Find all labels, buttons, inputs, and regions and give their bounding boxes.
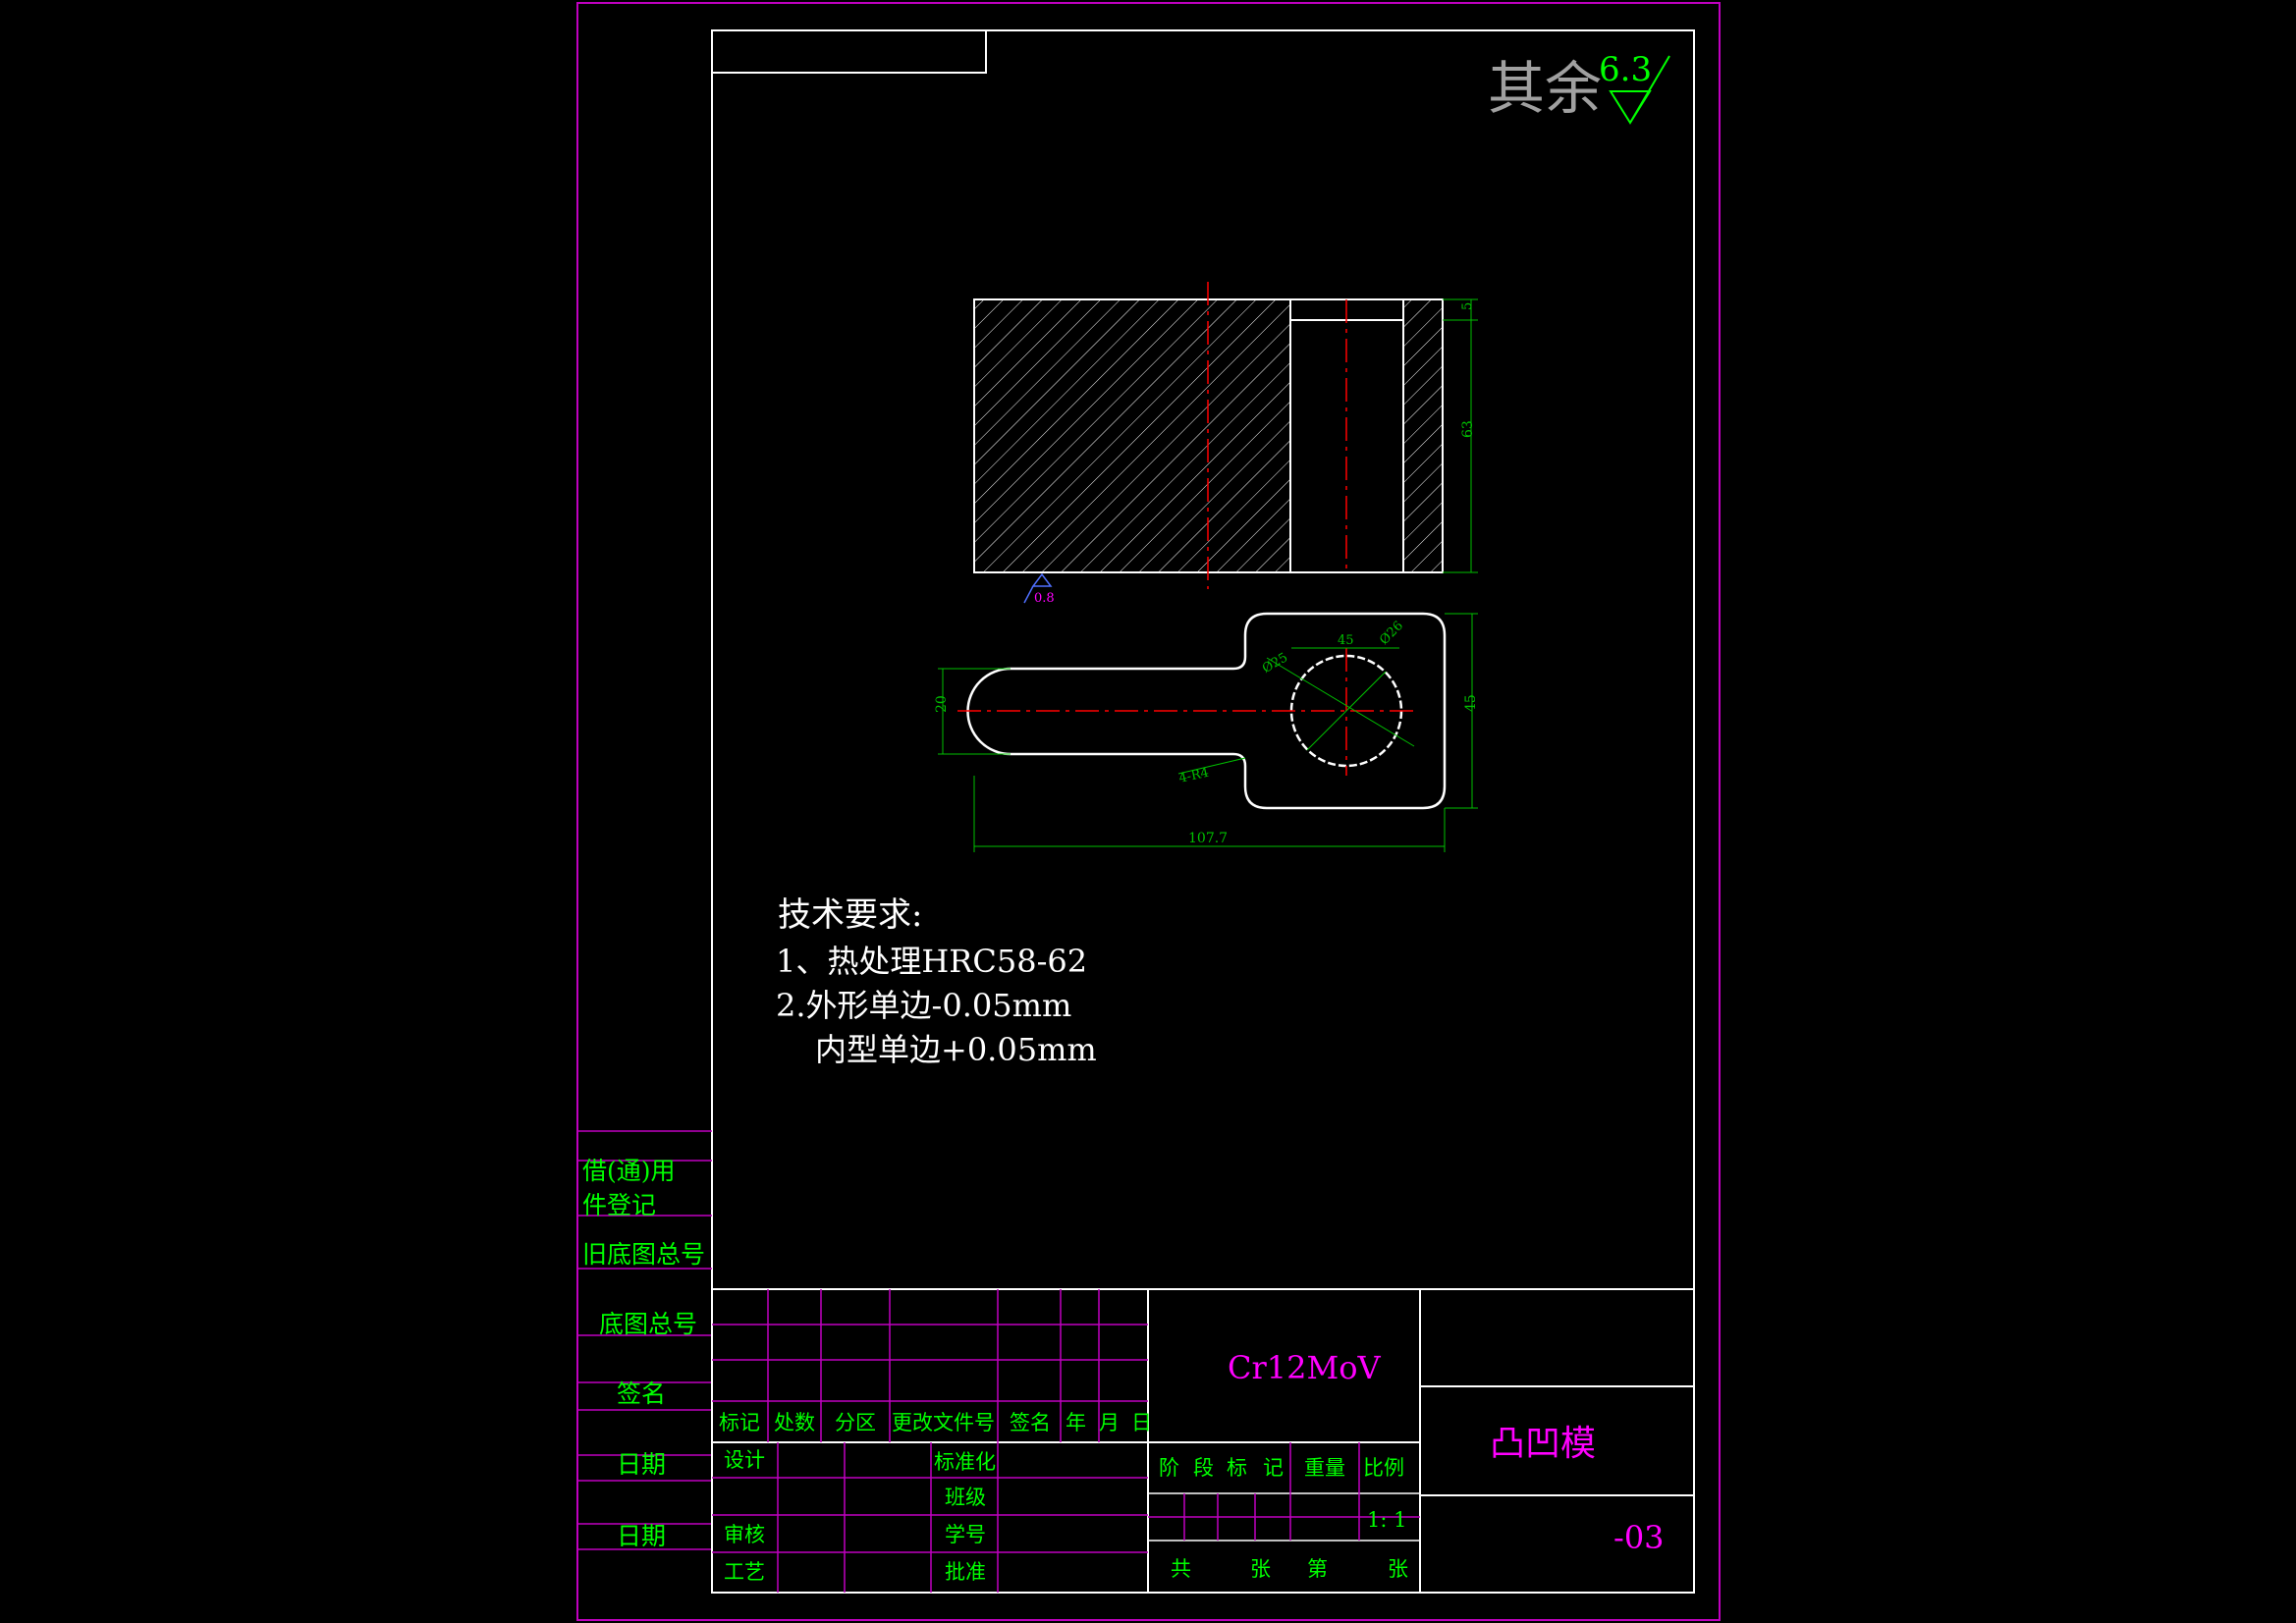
drawing-number: -03 [1613,1519,1665,1556]
dim-dia-inner: Ø25 [1260,650,1290,676]
roughness-value-08: 0.8 [1034,591,1055,606]
dim-top-depth: 5 [1460,302,1475,310]
dim-hole-offset: 45 [1338,633,1354,648]
stage-h-2: 段 [1193,1456,1214,1480]
rev-header-count: 处数 [774,1411,815,1434]
tech-req-line2: 2.外形单边-0.05mm [776,987,1071,1024]
rev-header-sign: 签名 [1010,1411,1051,1434]
label-designer: 设计 [724,1448,765,1472]
side-panel [577,1130,712,1550]
scale-value: 1: 1 [1367,1508,1406,1532]
label-reviewer: 审核 [724,1523,765,1546]
side-row-4: 底图总号 [599,1310,697,1338]
outer-frame [576,2,1721,1621]
label-student-no: 学号 [945,1523,986,1546]
title-block-grid [711,1288,1695,1594]
side-row-5: 签名 [617,1380,666,1408]
sheet-no-prefix: 第 [1307,1557,1328,1581]
label-class: 班级 [945,1486,986,1509]
side-row-7: 日期 [617,1522,666,1550]
material: Cr12MoV [1228,1349,1382,1386]
tech-requirements: 技术要求: 1、热处理HRC58-62 2.外形单边-0.05mm 内型单边+0… [776,895,1097,1068]
dim-width-total: 107.7 [1188,831,1228,846]
side-row-6: 日期 [617,1450,666,1479]
label-approved: 批准 [945,1560,986,1584]
tech-req-line3: 内型单边+0.05mm [815,1031,1097,1068]
dim-slot-width: 20 [934,695,950,713]
label-scale: 比例 [1363,1456,1404,1480]
dim-head-height: 45 [1463,694,1479,712]
sheet-total-suffix: 张 [1250,1557,1271,1581]
part-name: 凸凹模 [1490,1424,1596,1464]
side-row-3: 旧底图总号 [582,1240,705,1269]
rev-header-month: 月 [1099,1411,1120,1434]
stage-h-1: 阶 [1159,1456,1179,1480]
rev-header-day: 日 [1131,1411,1152,1434]
tech-req-title: 技术要求: [778,895,922,935]
roughness-value: 6.3 [1599,50,1652,89]
roughness-label: 其余 [1488,55,1602,122]
rev-header-year: 年 [1066,1411,1086,1434]
roughness-mark-08 [1023,572,1053,604]
side-row-1: 借(通)用 [582,1157,676,1185]
stage-h-3: 标 [1227,1456,1247,1480]
section-view: 5 63 0.8 [973,282,1478,606]
dim-dia-outer: Ø26 [1377,619,1406,648]
punch-outline [966,612,1447,810]
drawing-no-box [711,29,987,74]
plan-view: 107.7 20 45 45 Ø25 Ø26 4-R4 [934,612,1479,852]
tech-req-line1: 1、热处理HRC58-62 [776,943,1087,980]
dim-corner-radius: 4-R4 [1177,766,1210,786]
stage-h-4: 记 [1263,1456,1284,1480]
rev-header-docno: 更改文件号 [892,1411,995,1434]
roughness-symbol [1609,55,1670,125]
sheet-total-prefix: 共 [1171,1557,1191,1581]
label-standardized: 标准化 [934,1450,996,1474]
rev-header-mark: 标记 [719,1411,760,1434]
sheet-no-suffix: 张 [1388,1557,1408,1581]
rev-header-zone: 分区 [835,1411,876,1434]
label-weight: 重量 [1304,1456,1345,1480]
dim-height: 63 [1460,420,1476,438]
side-row-2: 件登记 [582,1191,656,1219]
drawing-border [711,29,1695,1594]
label-process: 工艺 [724,1560,765,1584]
